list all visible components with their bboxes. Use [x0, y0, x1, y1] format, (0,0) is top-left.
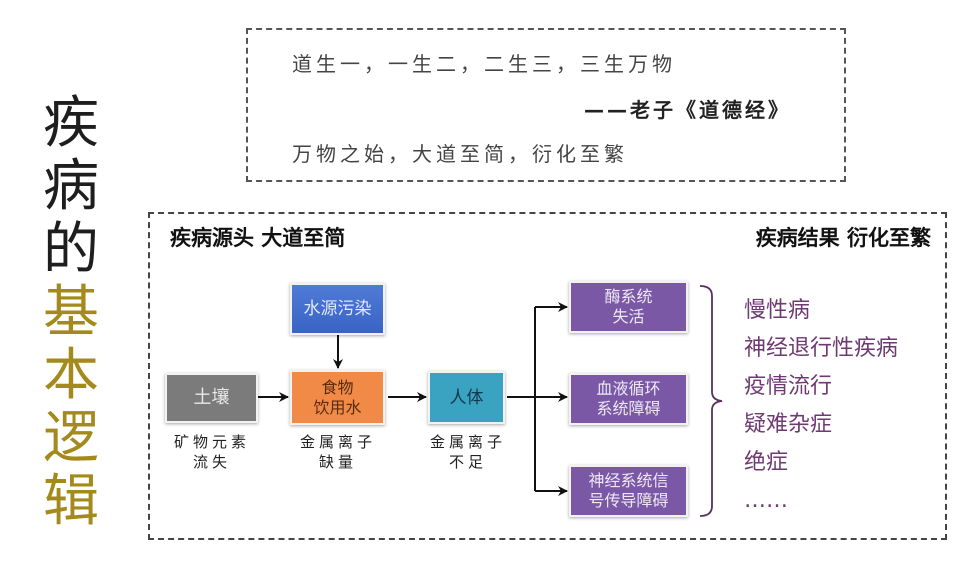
node-label: 土壤 — [193, 387, 230, 408]
caption-soil: 矿物元素流失 — [157, 432, 267, 472]
quote-attribution: ——老子《道德经》 — [584, 98, 791, 122]
node-label: 食物 — [321, 377, 354, 397]
header-disease-source: 疾病源头 大道至简 — [170, 226, 346, 250]
quote-line-1: 道生一，一生二，二生三，三生万物 — [292, 52, 676, 76]
node-label: 酶系统 — [604, 287, 653, 306]
node-blood-circulation-disorder: 血液循环系统障碍 — [569, 373, 688, 425]
header-disease-result: 疾病结果 衍化至繁 — [755, 226, 931, 250]
node-label: 号传导障碍 — [588, 491, 669, 510]
node-label: 神经系统信 — [588, 471, 669, 490]
results-list: 慢性病 神经退行性疾病 疫情流行 疑难杂症 绝症 …… — [744, 292, 898, 520]
title-char: 本 — [43, 343, 99, 408]
result-item: 神经退行性疾病 — [744, 336, 899, 361]
node-human-body: 人体 — [428, 371, 505, 424]
curly-bracket — [699, 285, 723, 517]
node-label: 失活 — [612, 307, 645, 326]
caption-line: 金属离子 — [429, 433, 506, 451]
node-water-pollution: 水源污染 — [290, 283, 385, 335]
caption-line: 不足 — [448, 453, 487, 471]
caption-line: 流失 — [192, 453, 231, 471]
result-item: 疫情流行 — [744, 374, 833, 399]
result-item: 疑难杂症 — [744, 412, 833, 437]
caption-line: 缺量 — [318, 453, 357, 471]
caption-line: 金属离子 — [299, 433, 376, 451]
node-enzyme-inactivation: 酶系统失活 — [569, 281, 688, 333]
title-char: 逻 — [43, 406, 99, 471]
quote-box: 道生一，一生二，二生三，三生万物 ——老子《道德经》 万物之始，大道至简，衍化至… — [246, 28, 846, 182]
node-nerve-signal-disorder: 神经系统信号传导障碍 — [569, 465, 688, 517]
node-label: 水源污染 — [303, 299, 372, 319]
node-label: 系统障碍 — [596, 399, 661, 418]
result-item: …… — [744, 488, 788, 513]
result-item: 绝症 — [744, 450, 789, 475]
caption-body: 金属离子不足 — [413, 432, 523, 472]
title-char: 疾 — [43, 91, 99, 156]
result-item: 慢性病 — [744, 298, 811, 323]
diagram-frame: 疾病源头 大道至简 疾病结果 衍化至繁 — [148, 212, 947, 540]
quote-line-2: 万物之始，大道至简，衍化至繁 — [292, 142, 628, 166]
node-label: 人体 — [449, 387, 484, 408]
title-char: 的 — [43, 217, 99, 282]
title-char: 辑 — [43, 469, 99, 534]
title-char: 基 — [43, 280, 99, 345]
vertical-title: 疾 病 的 基 本 逻 辑 — [38, 92, 104, 533]
caption-line: 矿物元素 — [173, 433, 250, 451]
node-soil: 土壤 — [165, 373, 258, 423]
node-food-water: 食物饮用水 — [290, 370, 385, 425]
title-char: 病 — [43, 154, 99, 219]
caption-food: 金属离子缺量 — [283, 432, 393, 472]
node-label: 血液循环 — [596, 379, 661, 398]
node-label: 饮用水 — [313, 397, 362, 417]
